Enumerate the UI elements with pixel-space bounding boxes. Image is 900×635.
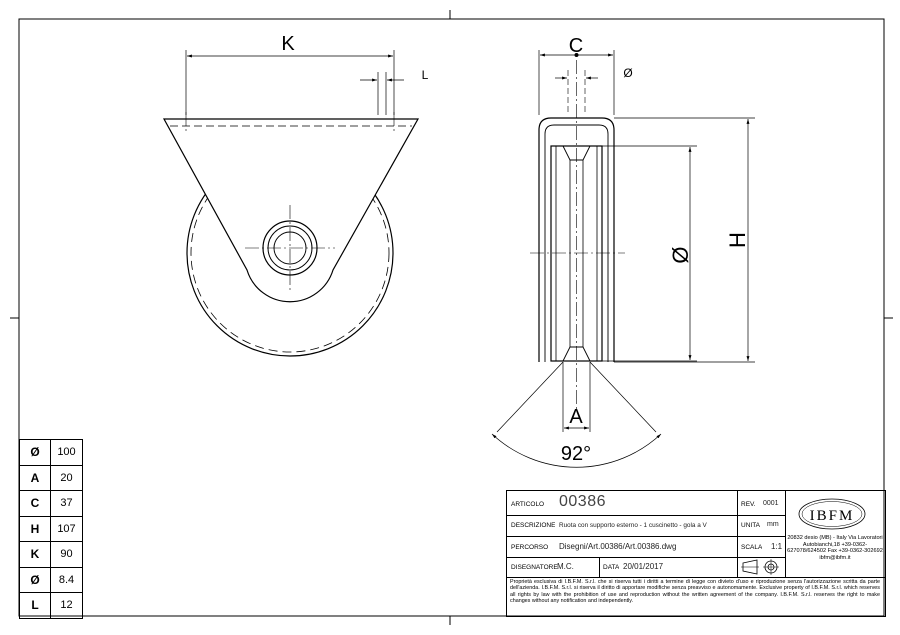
legal-notice: Proprietà esclusiva di I.B.F.M. S.r.l. c… <box>510 579 880 605</box>
scala-label: SCALA <box>741 544 763 551</box>
articolo-label: ARTICOLO <box>511 501 545 508</box>
dimension-symbol: Ø <box>19 566 51 593</box>
descrizione-value: Ruota con supporto esterno - 1 cuscinett… <box>559 522 707 529</box>
dimension-symbol: H <box>19 515 51 542</box>
rev-value: 0001 <box>763 500 779 507</box>
side-view <box>491 50 755 468</box>
unita-value: mm <box>767 521 779 528</box>
dim-diameter <box>602 145 697 362</box>
wheel-side <box>550 145 603 362</box>
label-k: K <box>281 33 295 55</box>
descrizione-label: DESCRIZIONE <box>511 522 556 529</box>
front-view: K L <box>162 33 429 357</box>
disegnatore-label: DISEGNATORE <box>511 564 558 571</box>
scala-value: 1:1 <box>771 542 783 551</box>
dim-a <box>562 362 591 432</box>
data-label: DATA <box>603 564 620 571</box>
dimension-value: 8.4 <box>50 566 83 593</box>
dimension-symbol: K <box>19 541 51 568</box>
dimension-value: 20 <box>50 464 83 491</box>
dim-angle <box>491 361 662 468</box>
label-c: C <box>569 35 583 57</box>
dimension-symbol: L <box>19 592 51 619</box>
dimension-symbol: Ø <box>19 439 51 466</box>
dim-k <box>185 50 404 115</box>
side-centerlines <box>530 60 625 410</box>
label-angle: 92° <box>561 443 591 465</box>
c-center-dot <box>574 53 579 57</box>
label-diameter-top: Ø <box>623 66 632 80</box>
bracket-outline <box>162 118 420 303</box>
label-l: L <box>422 68 429 82</box>
dimension-value: 90 <box>50 541 83 568</box>
data-value: 20/01/2017 <box>623 562 664 571</box>
articolo-value: 00386 <box>559 493 606 510</box>
company-address: 20832 desio (MB) - Italy Via Lavoratori … <box>787 535 883 561</box>
front-centerlines <box>185 112 395 292</box>
title-block: ARTICOLO 00386 REV. 0001 DESCRIZIONE Ruo… <box>506 490 886 617</box>
dimension-value: 100 <box>50 439 83 466</box>
dimension-value: 107 <box>50 515 83 542</box>
dimension-value: 37 <box>50 490 83 517</box>
rev-label: REV. <box>741 501 756 508</box>
label-diameter-side: Ø <box>668 246 693 263</box>
percorso-label: PERCORSO <box>511 544 549 551</box>
percorso-value: Disegni/Art.00386/Art.00386.dwg <box>559 542 677 551</box>
dimension-symbol: A <box>19 464 51 491</box>
bracket-u-inner <box>544 124 609 362</box>
centering-ticks <box>10 10 893 625</box>
dim-h <box>614 117 755 363</box>
unita-label: UNITA <box>741 522 761 529</box>
projection-symbol-icon <box>741 559 779 575</box>
disegnatore-value: M.C. <box>557 562 574 571</box>
logo-text: IBFM <box>810 508 855 524</box>
dimension-symbol: C <box>19 490 51 517</box>
label-a: A <box>569 406 583 428</box>
dimension-value: 12 <box>50 592 83 619</box>
ibfm-logo: IBFM <box>798 498 866 530</box>
label-h: H <box>725 232 750 248</box>
